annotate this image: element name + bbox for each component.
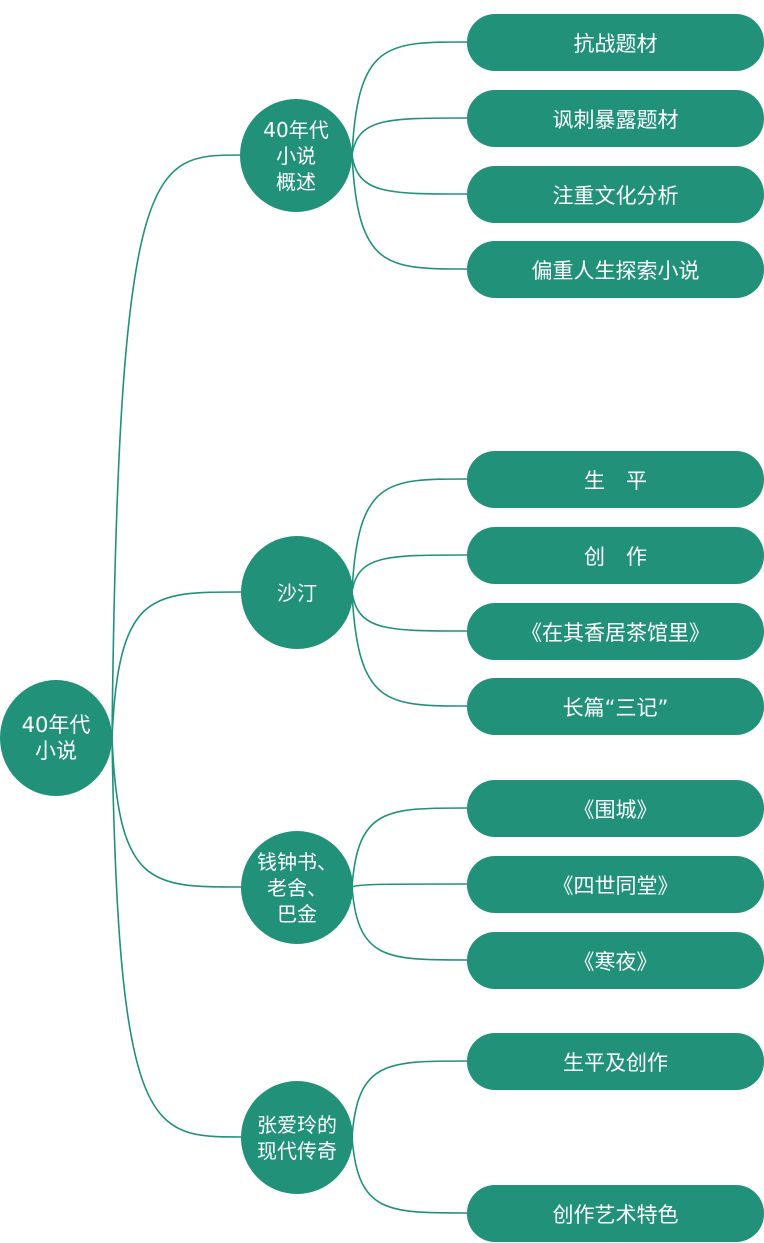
leaf-fortress-besieged[interactable]: 《围城》 [467,780,764,837]
branch-3-connector-2 [351,883,468,888]
branch-1-connector-4 [351,154,468,270]
leaf-sha-ting-life[interactable]: 生 平 [467,451,764,508]
leaf-artistic-features[interactable]: 创作艺术特色 [467,1185,764,1242]
leaf-life-and-works[interactable]: 生平及创作 [467,1033,764,1090]
branch-node-eileen-chang[interactable]: 张爱玲的 现代传奇 [241,1081,353,1194]
leaf-cultural-analysis[interactable]: 注重文化分析 [467,166,764,223]
root-connector-1 [111,154,242,739]
branch-2-connector-3 [351,591,468,632]
leaf-satire-exposure-theme[interactable]: 讽刺暴露题材 [467,90,764,147]
root-node[interactable]: 40年代 小说 [0,680,112,796]
leaf-cold-nights[interactable]: 《寒夜》 [467,932,764,989]
branch-node-sha-ting[interactable]: 沙汀 [241,536,353,649]
branch-4-connector-2 [351,1136,468,1214]
root-connector-2 [111,591,242,739]
branch-2-connector-1 [351,478,468,593]
leaf-life-exploration-novel[interactable]: 偏重人生探索小说 [467,241,764,298]
branch-2-connector-4 [351,591,468,707]
leaf-teahouse-story[interactable]: 《在其香居茶馆里》 [467,603,764,660]
branch-3-connector-3 [351,886,468,961]
branch-4-connector-1 [351,1060,468,1138]
branch-1-connector-3 [351,154,468,195]
root-connector-3 [111,737,242,888]
leaf-sha-ting-works[interactable]: 创 作 [467,527,764,584]
branch-3-connector-1 [351,807,468,888]
branch-node-overview[interactable]: 40年代 小说 概述 [240,99,352,212]
branch-1-connector-2 [351,117,468,156]
branch-node-three-authors[interactable]: 钱钟书、 老舍、 巴金 [241,831,353,944]
branch-2-connector-2 [351,554,468,593]
branch-1-connector-1 [351,41,468,156]
leaf-anti-war-theme[interactable]: 抗战题材 [467,14,764,71]
root-connector-4 [111,737,242,1138]
leaf-four-generations[interactable]: 《四世同堂》 [467,856,764,913]
leaf-three-novels[interactable]: 长篇“三记” [467,678,764,735]
